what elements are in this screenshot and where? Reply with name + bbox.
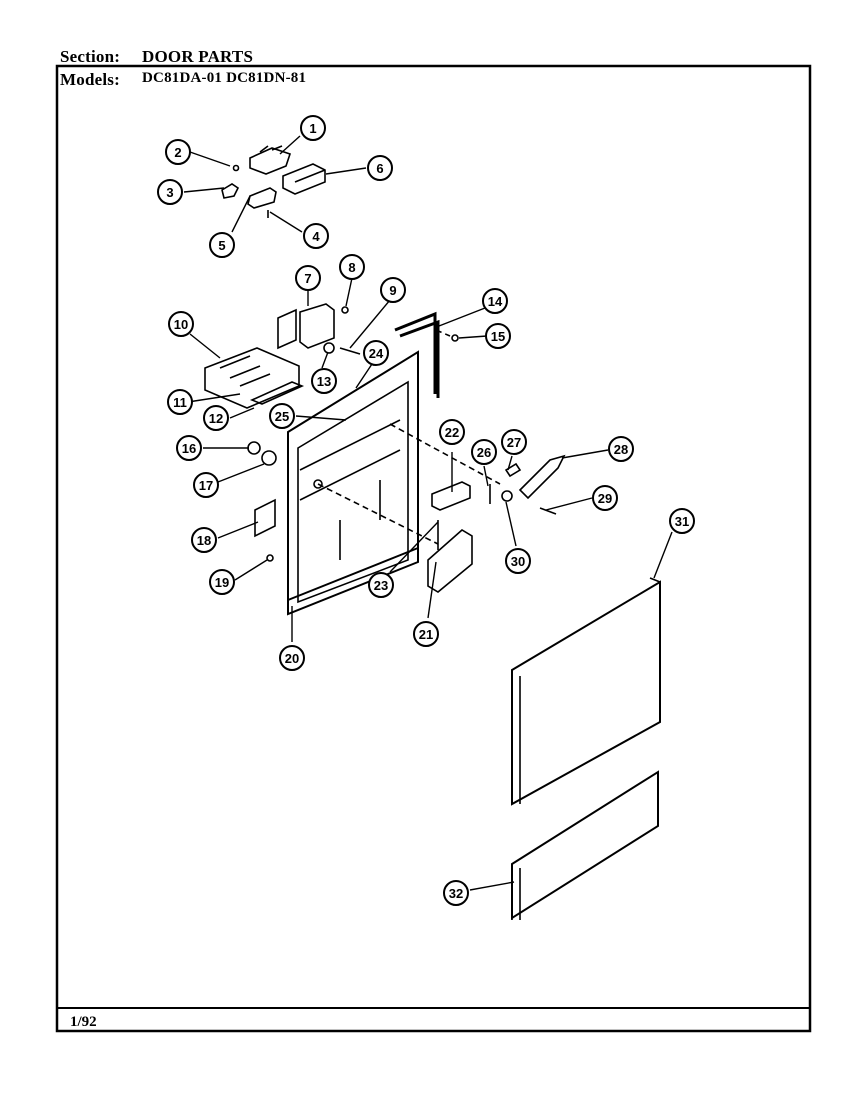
callout-27: 27 [501, 429, 527, 455]
callout-20: 20 [279, 645, 305, 671]
callout-31: 31 [669, 508, 695, 534]
models-list: DC81DA-01 DC81DN-81 [142, 70, 307, 86]
callout-6: 6 [367, 155, 393, 181]
svg-text:26: 26 [477, 445, 491, 460]
inner-door-panel [287, 350, 419, 616]
svg-text:8: 8 [348, 260, 355, 275]
svg-text:32: 32 [449, 886, 463, 901]
svg-text:24: 24 [369, 346, 384, 361]
callout-18: 18 [191, 527, 217, 553]
callout-26: 26 [471, 439, 497, 465]
callout-25: 25 [269, 403, 295, 429]
hinge-arm-part [518, 454, 566, 500]
access-panel [511, 770, 659, 920]
callout-19: 19 [209, 569, 235, 595]
svg-text:2: 2 [174, 145, 181, 160]
section-title: DOOR PARTS [142, 47, 254, 66]
revision-date: 1/92 [70, 1014, 97, 1030]
svg-text:30: 30 [511, 554, 525, 569]
vent-actuator-part [431, 481, 471, 511]
callout-5: 5 [209, 232, 235, 258]
svg-text:3: 3 [166, 185, 173, 200]
svg-text:17: 17 [199, 478, 213, 493]
switch-housing-part [277, 308, 297, 350]
callout-32: 32 [443, 880, 469, 906]
svg-text:1: 1 [309, 121, 316, 136]
callout-14: 14 [482, 288, 508, 314]
svg-text:9: 9 [389, 283, 396, 298]
outer-door-panel [511, 580, 661, 806]
svg-text:12: 12 [209, 411, 223, 426]
latch-housing-part [282, 163, 326, 195]
vent-part [254, 498, 276, 538]
svg-text:11: 11 [173, 395, 187, 410]
callout-2: 2 [165, 139, 191, 165]
callout-30: 30 [505, 548, 531, 574]
svg-text:7: 7 [304, 271, 311, 286]
latch-strike-part [247, 187, 277, 209]
callout-29: 29 [592, 485, 618, 511]
svg-text:6: 6 [376, 161, 383, 176]
svg-text:5: 5 [218, 238, 225, 253]
diagram-frame [55, 64, 812, 1033]
svg-text:16: 16 [182, 441, 196, 456]
svg-text:31: 31 [675, 514, 689, 529]
callout-24: 24 [363, 340, 389, 366]
callout-15: 15 [485, 323, 511, 349]
callout-21: 21 [413, 621, 439, 647]
section-label: Section: [60, 47, 121, 66]
svg-text:19: 19 [215, 575, 229, 590]
svg-text:29: 29 [598, 491, 612, 506]
svg-text:15: 15 [491, 329, 505, 344]
svg-text:18: 18 [197, 533, 211, 548]
callout-1: 1 [300, 115, 326, 141]
callout-28: 28 [608, 436, 634, 462]
callout-13: 13 [311, 368, 337, 394]
callout-8: 8 [339, 254, 365, 280]
svg-text:20: 20 [285, 651, 299, 666]
callout-11: 11 [167, 389, 193, 415]
dispenser-part [204, 347, 300, 409]
door-latch-part [249, 147, 292, 175]
svg-text:21: 21 [419, 627, 433, 642]
callout-10: 10 [168, 311, 194, 337]
door-gasket-part [394, 311, 440, 398]
callout-17: 17 [193, 472, 219, 498]
callout-9: 9 [380, 277, 406, 303]
svg-text:10: 10 [174, 317, 188, 332]
models-label: Models: [60, 70, 120, 89]
svg-text:28: 28 [614, 442, 628, 457]
svg-text:14: 14 [488, 294, 503, 309]
callout-7: 7 [295, 265, 321, 291]
callout-16: 16 [176, 435, 202, 461]
svg-text:27: 27 [507, 435, 521, 450]
svg-text:4: 4 [312, 229, 320, 244]
svg-text:22: 22 [445, 425, 459, 440]
svg-text:25: 25 [275, 409, 289, 424]
callout-4: 4 [303, 223, 329, 249]
callout-23: 23 [368, 572, 394, 598]
svg-text:23: 23 [374, 578, 388, 593]
callout-3: 3 [157, 179, 183, 205]
callout-12: 12 [203, 405, 229, 431]
svg-text:13: 13 [317, 374, 331, 389]
callout-22: 22 [439, 419, 465, 445]
